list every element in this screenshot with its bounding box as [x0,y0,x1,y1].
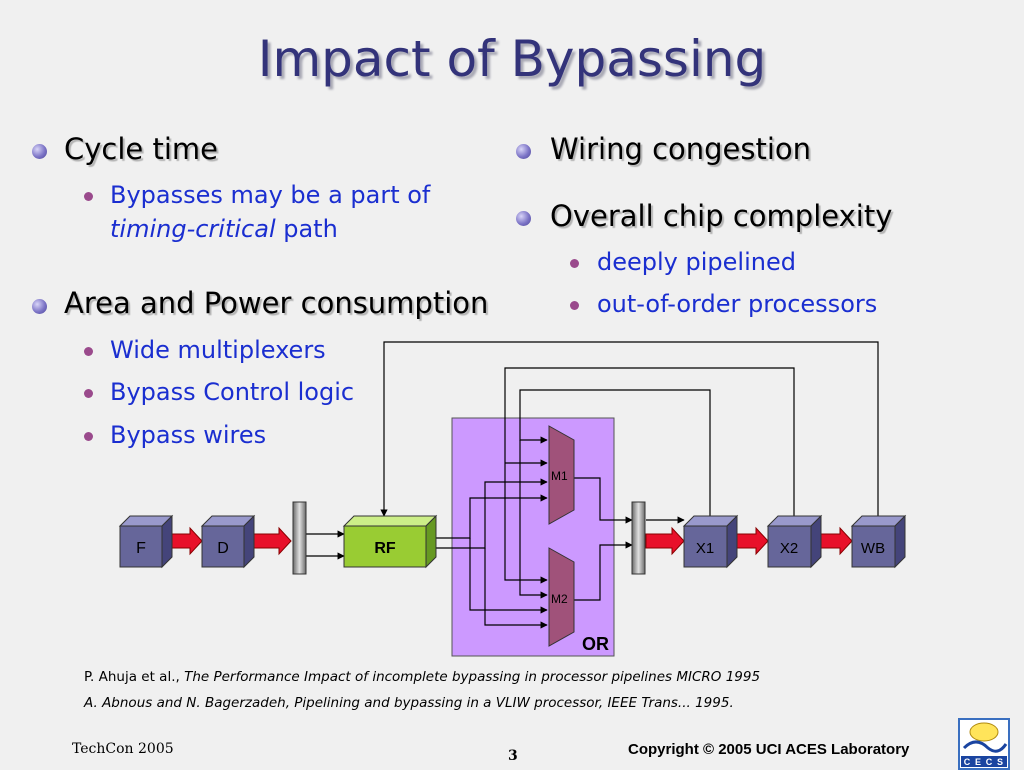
or-label: OR [582,634,609,654]
mux-m1 [548,425,575,525]
operand-read-region [451,417,615,657]
svg-text:X1: X1 [696,540,714,557]
sub-bullet-dot [84,389,93,398]
svg-text:S: S [997,757,1003,767]
svg-text:F: F [136,540,146,557]
svg-text:WB: WB [861,540,885,557]
italic-term: timing-critical [110,215,276,243]
bullet-cycle-time: Cycle time [64,132,218,166]
bullet-dot [516,144,531,159]
sub-bullet-dot [84,192,93,201]
stage-wb: WB [850,514,907,569]
svg-text:E: E [975,757,981,767]
svg-text:C: C [964,757,971,767]
mux-m2 [548,547,575,647]
reference-1: P. Ahuja et al., The Performance Impact … [84,669,760,685]
sub-bullet-dot [84,432,93,441]
sub-bullet-ooo: out-of-order processors [597,290,878,318]
sub-bullet-control-logic: Bypass Control logic [110,378,355,406]
sub-bullet-bypass-timing: Bypasses may be a part of timing-critica… [110,178,430,246]
reference-title: The Performance Impact of incomplete byp… [179,669,761,685]
reference-authors: P. Ahuja et al., [84,669,180,685]
svg-text:C: C [986,757,993,767]
mux-m1-label: M1 [551,469,568,483]
svg-text:RF: RF [374,540,396,557]
stage-d: D [200,514,256,569]
bullet-area-power: Area and Power consumption [64,286,489,320]
stage-x1: X1 [682,514,739,569]
bullet-wiring: Wiring congestion [550,132,812,166]
stage-rf: RF [342,514,438,569]
svg-text:D: D [217,540,229,557]
sub-bullet-deeply-pipelined: deeply pipelined [597,248,796,276]
sub-bullet-dot [570,301,579,310]
sub-bullet-dot [570,259,579,268]
page-title: Impact of Bypassing [257,30,767,88]
svg-text:X2: X2 [780,540,798,557]
footer-event: TechCon 2005 [72,741,174,757]
bypass-wires [306,341,879,629]
pipeline-latch [631,501,646,575]
reference-2: A. Abnous and N. Bagerzadeh, Pipelining … [84,695,734,711]
bullet-dot [516,211,531,226]
footer-copyright: Copyright © 2005 UCI ACES Laboratory [628,741,910,758]
sub-bullet-bypass-wires: Bypass wires [110,421,267,449]
bullet-dot [32,299,47,314]
sub-bullet-dot [84,347,93,356]
page-number: 3 [508,748,518,764]
cecs-logo: C E C S [958,718,1010,770]
bullet-dot [32,144,47,159]
sub-bullet-text: Bypasses may be a part of [110,181,431,209]
bullet-complexity: Overall chip complexity [550,199,893,233]
sub-bullet-wide-mux: Wide multiplexers [110,336,326,364]
stage-x2: X2 [766,514,823,569]
pipeline-latch [292,501,307,575]
mux-m2-label: M2 [551,592,568,606]
stage-f: F [118,514,174,569]
sub-bullet-text: path [275,215,338,243]
